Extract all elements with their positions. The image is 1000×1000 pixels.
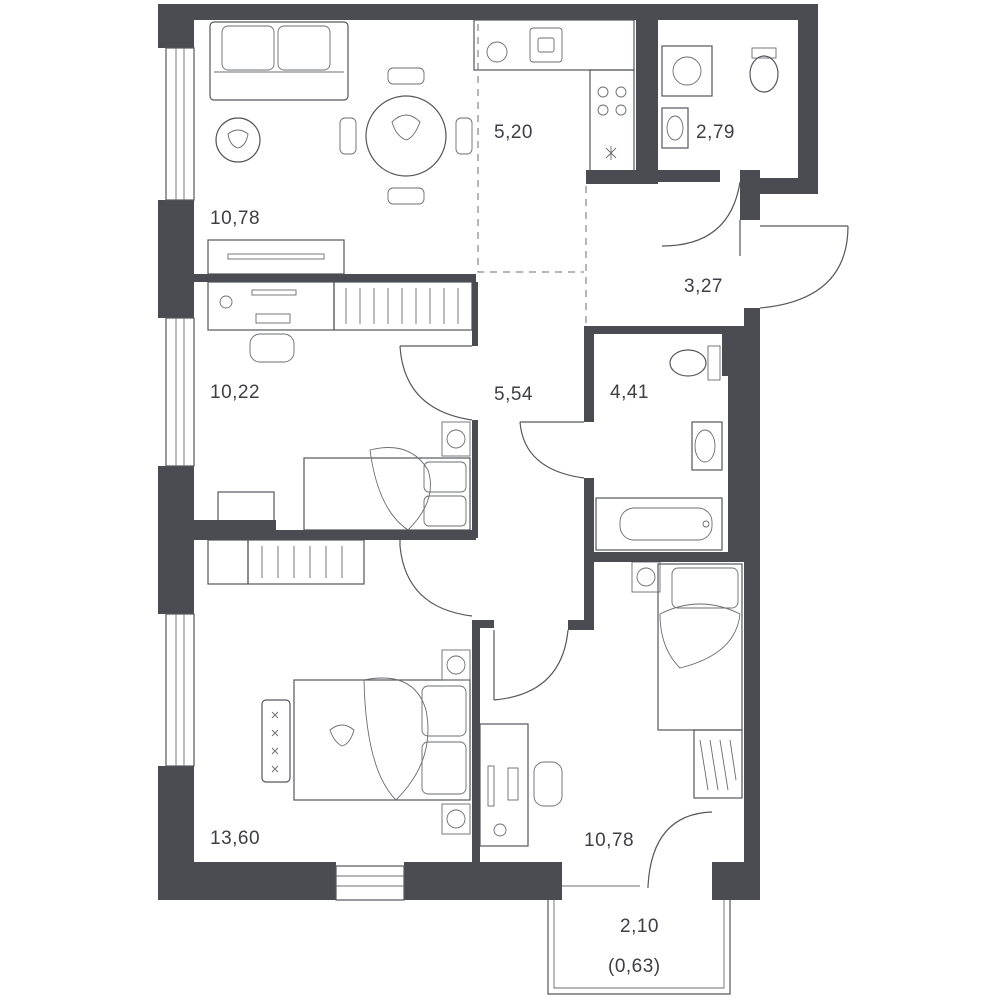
desk-icon — [479, 723, 563, 847]
wardrobe-icon — [333, 281, 473, 331]
bath-toilet-icon — [669, 345, 721, 381]
door — [661, 181, 741, 256]
room-area-bedroom-1: 10,22 — [210, 382, 260, 403]
window — [165, 613, 195, 767]
door — [399, 345, 473, 421]
balcony-area: 2,10 — [620, 916, 659, 937]
wardrobe-icon — [207, 539, 365, 585]
sink-icon — [661, 107, 689, 149]
chair-icon — [217, 491, 275, 523]
room-area-entry: 3,27 — [684, 276, 723, 297]
wardrobe-icon — [693, 729, 743, 799]
window — [165, 317, 195, 467]
room-area-corridor: 5,54 — [494, 384, 533, 405]
window — [335, 865, 405, 901]
toilet-icon — [749, 47, 779, 93]
bed-icon — [303, 421, 471, 531]
bath-sink-icon — [691, 421, 723, 471]
kitchen-counter-icon — [473, 19, 635, 179]
entrance-door — [759, 225, 849, 309]
balcony — [547, 900, 731, 995]
balcony-area-reduced: (0,63) — [608, 956, 661, 977]
balcony-door — [562, 811, 713, 888]
bed-icon — [631, 561, 743, 731]
room-area-bedroom-2: 13,60 — [210, 828, 260, 849]
round-pouf-icon — [215, 117, 261, 163]
washing-machine-icon — [661, 45, 713, 97]
room-area-bathroom: 4,41 — [610, 382, 649, 403]
sofa-icon — [209, 21, 349, 101]
room-area-living: 10,78 — [210, 208, 260, 229]
room-area-kitchen: 5,20 — [494, 122, 533, 143]
door — [519, 421, 585, 479]
tv-stand-icon — [207, 239, 345, 275]
bench-icon — [261, 699, 291, 783]
room-area-wc: 2,79 — [696, 122, 735, 143]
bathtub-icon — [595, 497, 723, 551]
door — [399, 540, 473, 617]
bed-icon — [293, 649, 471, 835]
door — [493, 629, 569, 701]
zone-separator — [477, 24, 584, 273]
window — [165, 47, 195, 201]
room-area-bedroom-3: 10,78 — [584, 830, 634, 851]
dining-table-icon — [339, 67, 473, 205]
walls — [158, 4, 818, 900]
desk-icon — [207, 281, 335, 363]
